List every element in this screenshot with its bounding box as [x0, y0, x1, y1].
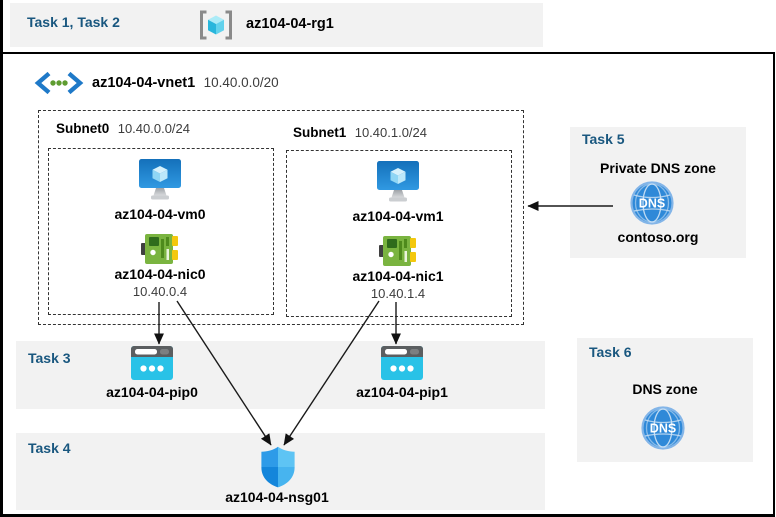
vm1-name: az104-04-vm1 [352, 208, 444, 224]
task-1-2-label: Task 1, Task 2 [27, 14, 120, 30]
resource-group-name: az104-04-rg1 [246, 16, 334, 32]
nsg-name: az104-04-nsg01 [225, 489, 329, 505]
task-3-label: Task 3 [28, 350, 71, 366]
task-4-label: Task 4 [28, 440, 71, 456]
vnet-icon [34, 70, 84, 96]
subnet1-name: Subnet1 [293, 125, 347, 140]
vnet-title: az104-04-vnet1 10.40.0.0/20 [92, 74, 279, 92]
task-6-label: Task 6 [589, 344, 632, 360]
vnet-name: az104-04-vnet1 [92, 75, 196, 91]
private-dns-zone-title: Private DNS zone [600, 160, 716, 176]
vm0-icon [138, 158, 182, 204]
pip1-name: az104-04-pip1 [356, 384, 448, 400]
dns-zone-title: DNS zone [632, 381, 698, 397]
subnets-outer-dashed-box [38, 110, 524, 325]
vnet-cidr: 10.40.0.0/20 [203, 75, 279, 90]
pip0-name: az104-04-pip0 [106, 384, 198, 400]
subnet1-cidr: 10.40.1.0/24 [354, 125, 428, 140]
private-dns-icon-text: DNS [639, 197, 665, 211]
dns-zone-icon: DNS [640, 405, 686, 451]
nic1-ip: 10.40.1.4 [370, 286, 426, 301]
private-dns-zone-name: contoso.org [617, 229, 699, 245]
task-1-2-panel [10, 3, 543, 47]
nic1-name: az104-04-nic1 [352, 268, 444, 284]
private-dns-zone-icon: DNS [629, 180, 675, 226]
nic0-icon [141, 233, 179, 265]
subnet0-cidr: 10.40.0.0/24 [117, 121, 191, 136]
resource-group-icon [198, 10, 234, 40]
vm0-name: az104-04-vm0 [114, 206, 206, 222]
nic1-icon [379, 235, 417, 267]
subnet0-title: Subnet0 10.40.0.0/24 [56, 120, 190, 138]
subnet0-dashed-box [48, 148, 274, 315]
task-5-label: Task 5 [582, 131, 625, 147]
task-3-panel [16, 341, 545, 409]
subnet0-name: Subnet0 [56, 121, 110, 136]
vm1-icon [376, 160, 420, 206]
nic0-ip: 10.40.0.4 [132, 284, 188, 299]
nsg-shield-icon [259, 446, 297, 488]
pip0-icon [131, 346, 173, 380]
subnet1-dashed-box [286, 150, 512, 317]
dns-zone-icon-text: DNS [650, 422, 676, 436]
nic0-name: az104-04-nic0 [114, 266, 206, 282]
pip1-icon [381, 346, 423, 380]
subnet1-title: Subnet1 10.40.1.0/24 [293, 124, 427, 142]
